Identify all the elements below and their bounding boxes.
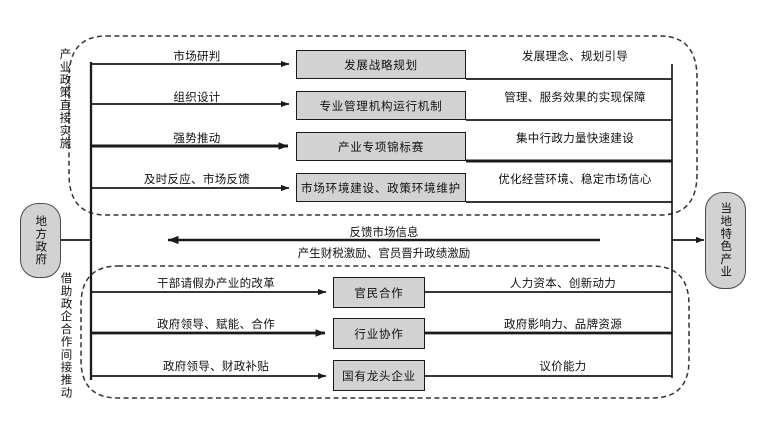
region-outline-bottom (80, 265, 690, 399)
top-row-1-left-label: 市场研判 (173, 49, 221, 63)
actor-local-government[interactable]: 地方政府 (20, 203, 61, 278)
top-row-4-box[interactable]: 市场环境建设、政策环境维护 (296, 173, 466, 202)
top-row-4-right-label: 优化经营环境、稳定市场信心 (498, 172, 652, 186)
actor-local-industry[interactable]: 当地特色产业 (705, 192, 746, 289)
actor-local-government-label: 地方政府 (34, 215, 49, 266)
top-row-3-right-label: 集中行政力量快速建设 (516, 131, 634, 145)
top-row-1-right-label: 发展理念、规划引导 (521, 49, 629, 63)
bottom-row-3-right-label: 议价能力 (539, 359, 587, 373)
bottom-row-2-right-label: 政府影响力、品牌资源 (504, 317, 622, 331)
region-caption-bottom: 借助政企合作间接推动 (59, 272, 74, 402)
top-row-2-right-label: 管理、服务效果的实现保障 (504, 90, 646, 104)
top-row-3-left-label: 强势推动 (173, 131, 221, 145)
bottom-row-2-box[interactable]: 行业协作 (333, 318, 425, 349)
region-outline-top (68, 35, 698, 216)
bottom-row-1-right-label: 人力资本、创新动力 (509, 276, 617, 290)
region-caption-bottom-label: 借助政企合作间接推动 (59, 272, 74, 399)
bottom-row-1-left-label: 干部请假办产业的改革 (157, 276, 275, 290)
feedback-lower-label: 产生财税激励、官员晋升政绩激励 (297, 246, 471, 260)
top-row-1-box[interactable]: 发展战略规划 (296, 50, 466, 79)
region-caption-top-label: 产业政策直接实施 (58, 48, 73, 150)
top-row-3-box[interactable]: 产业专项锦标赛 (296, 132, 466, 161)
feedback-upper-label: 反馈市场信息 (349, 225, 419, 239)
region-caption-top: 产业政策直接实施 (58, 48, 73, 153)
bottom-row-3-box[interactable]: 国有龙头企业 (333, 360, 425, 391)
bottom-row-1-box[interactable]: 官民合作 (333, 277, 425, 308)
top-row-2-left-label: 组织设计 (173, 90, 221, 104)
top-row-2-box[interactable]: 专业管理机构运行机制 (296, 91, 466, 120)
actor-local-industry-label: 当地特色产业 (719, 202, 734, 279)
bottom-row-3-left-label: 政府领导、财政补贴 (162, 359, 270, 373)
bottom-row-2-left-label: 政府领导、赋能、合作 (157, 317, 275, 331)
top-row-4-left-label: 及时反应、市场反馈 (143, 172, 251, 186)
